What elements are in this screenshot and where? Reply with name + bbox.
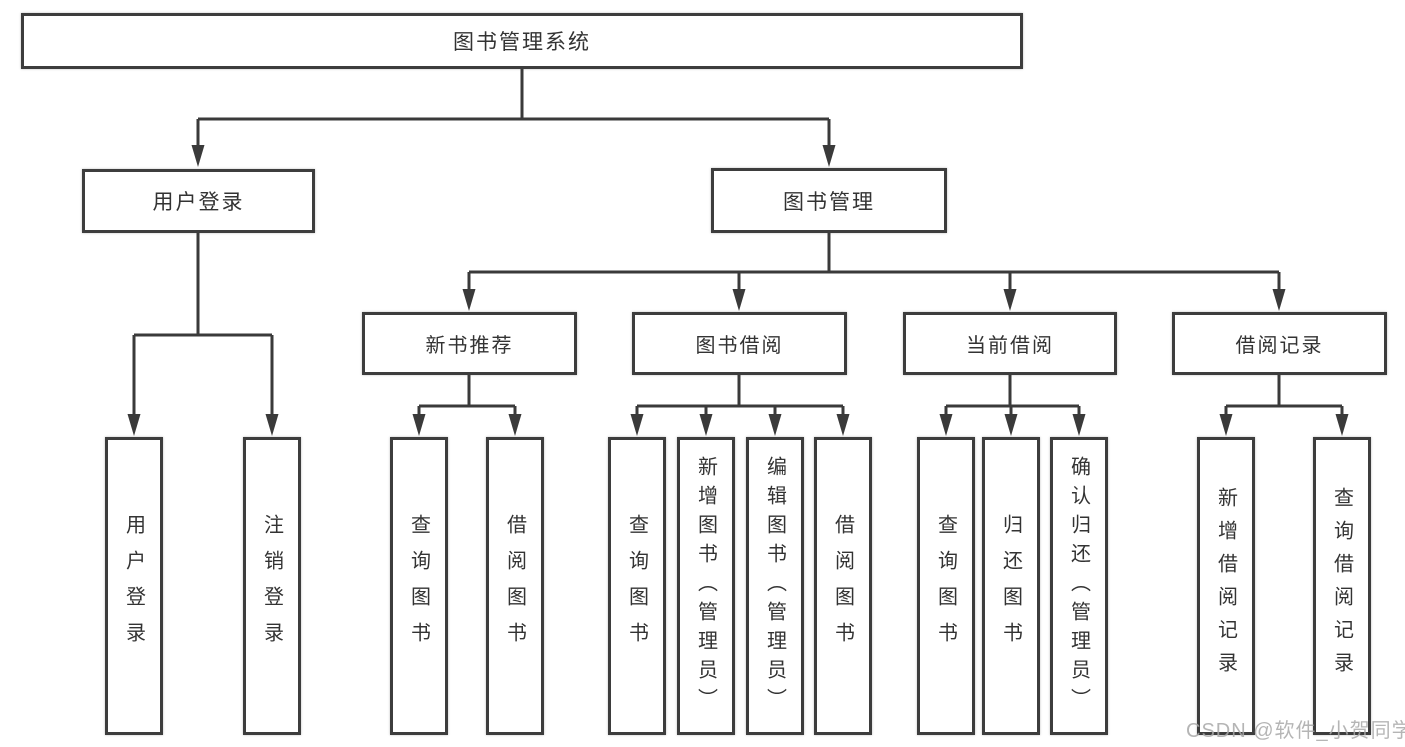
node-library-management-system: 图书管理系统 xyxy=(21,13,1023,69)
node-label: 用户登录 xyxy=(152,191,245,214)
node-label: 借阅记录 xyxy=(1235,335,1324,357)
leaf-query-borrow-record: 查询借阅记录 xyxy=(1313,437,1371,735)
leaf-label: 新增借阅记录 xyxy=(1214,487,1237,685)
node-borrowing-records: 借阅记录 xyxy=(1172,312,1387,375)
leaf-edit-book-admin: 编辑图书（管理员） xyxy=(746,437,804,735)
node-label: 图书管理系统 xyxy=(453,31,591,54)
leaf-label: 确认归还（管理员） xyxy=(1067,455,1090,717)
leaf-query-books-current: 查询图书 xyxy=(917,437,975,735)
leaf-label: 用户登录 xyxy=(122,514,145,658)
node-new-book-recommendation: 新书推荐 xyxy=(362,312,577,375)
leaf-return-book: 归还图书 xyxy=(982,437,1040,735)
leaf-label: 注销登录 xyxy=(260,514,283,658)
node-user-login: 用户登录 xyxy=(82,169,315,233)
node-label: 新书推荐 xyxy=(425,335,514,357)
csdn-watermark: CSDN @软件_小贺同学 xyxy=(1186,720,1405,742)
leaf-query-books-recommend: 查询图书 xyxy=(390,437,448,735)
leaf-confirm-return-admin: 确认归还（管理员） xyxy=(1050,437,1108,735)
leaf-label: 归还图书 xyxy=(999,514,1022,658)
leaf-label: 新增图书（管理员） xyxy=(694,455,717,717)
node-book-management: 图书管理 xyxy=(711,168,947,233)
leaf-label: 编辑图书（管理员） xyxy=(763,455,786,717)
node-label: 图书管理 xyxy=(783,190,875,214)
leaf-label: 借阅图书 xyxy=(503,514,526,658)
leaf-label: 借阅图书 xyxy=(831,514,854,658)
leaf-add-borrow-record: 新增借阅记录 xyxy=(1197,437,1255,735)
leaf-query-books-borrowing: 查询图书 xyxy=(608,437,666,735)
leaf-user-login: 用户登录 xyxy=(105,437,163,735)
leaf-borrow-books-borrowing: 借阅图书 xyxy=(814,437,872,735)
leaf-logout: 注销登录 xyxy=(243,437,301,735)
node-label: 图书借阅 xyxy=(695,335,784,357)
node-label: 当前借阅 xyxy=(966,335,1054,357)
node-book-borrowing: 图书借阅 xyxy=(632,312,847,375)
leaf-borrow-books-recommend: 借阅图书 xyxy=(486,437,544,735)
leaf-label: 查询图书 xyxy=(934,514,957,658)
leaf-add-book-admin: 新增图书（管理员） xyxy=(677,437,735,735)
leaf-label: 查询借阅记录 xyxy=(1330,487,1353,685)
leaf-label: 查询图书 xyxy=(407,514,430,658)
leaf-label: 查询图书 xyxy=(625,514,648,658)
node-current-borrowing: 当前借阅 xyxy=(903,312,1117,375)
